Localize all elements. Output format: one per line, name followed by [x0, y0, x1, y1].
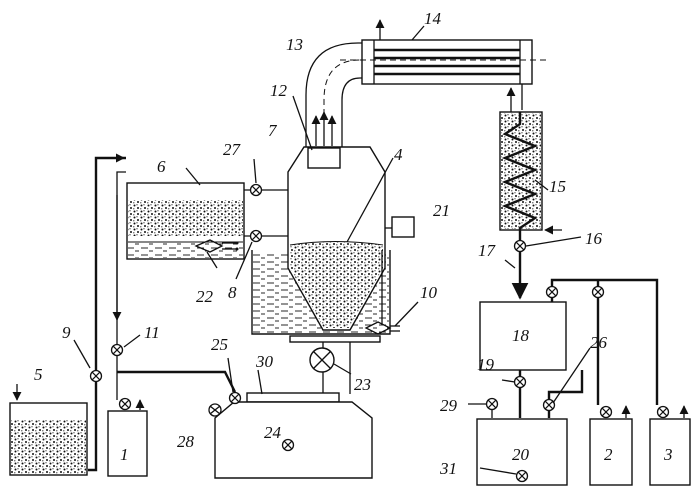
- label-10: 10: [420, 283, 438, 302]
- label-22: 22: [196, 287, 214, 306]
- label-16: 16: [585, 229, 603, 248]
- vapor-duct-13: [305, 42, 362, 147]
- label-27: 27: [223, 140, 242, 159]
- label-29: 29: [440, 396, 458, 415]
- label-25: 25: [211, 335, 228, 354]
- label-14: 14: [424, 9, 442, 28]
- valve-29: [485, 397, 499, 411]
- valve-16: [513, 239, 527, 253]
- collector-18: [479, 301, 567, 371]
- label-8: 8: [228, 283, 237, 302]
- valve-8: [249, 229, 263, 243]
- condenser-14: [340, 19, 548, 112]
- valve-19: [513, 375, 527, 389]
- reservoir-5: [9, 384, 88, 476]
- tank-3: [649, 405, 691, 486]
- valve-11: [110, 343, 124, 357]
- label-6: 6: [157, 157, 166, 176]
- valve-27: [249, 183, 263, 197]
- label-12: 12: [270, 81, 288, 100]
- label-9: 9: [62, 323, 71, 342]
- feed-tank-6: [126, 182, 288, 260]
- tank-20: [476, 418, 568, 486]
- valve-9: [89, 369, 103, 383]
- label-11: 11: [144, 323, 160, 342]
- label-5: 5: [34, 365, 43, 384]
- label-19: 19: [477, 355, 495, 374]
- label-30: 30: [255, 352, 274, 371]
- label-23: 23: [354, 375, 371, 394]
- label-20: 20: [512, 445, 530, 464]
- label-1: 1: [120, 445, 129, 464]
- label-28: 28: [177, 432, 195, 451]
- label-4: 4: [394, 145, 403, 164]
- leader-lines: [73, 95, 591, 404]
- distribution-lines: [545, 278, 659, 405]
- coil-exchanger-15: [499, 111, 562, 240]
- label-17: 17: [478, 241, 497, 260]
- label-15: 15: [549, 177, 566, 196]
- reactor-7: [251, 146, 415, 343]
- tank-1: [107, 397, 148, 477]
- label-13: 13: [286, 35, 303, 54]
- valve-26: [542, 398, 556, 412]
- label-7: 7: [268, 121, 278, 140]
- receiver-24: [208, 342, 373, 479]
- label-18: 18: [512, 326, 530, 345]
- heater-22: [194, 239, 239, 253]
- label-26: 26: [590, 333, 608, 352]
- label-3: 3: [663, 445, 673, 464]
- tank-2: [589, 405, 633, 486]
- label-21: 21: [433, 201, 450, 220]
- label-24: 24: [264, 423, 282, 442]
- label-2: 2: [604, 445, 613, 464]
- label-31: 31: [439, 459, 457, 478]
- labels: 1 2 3 4 5 6 7 8 9 10 11 12 13 14 15 16 1…: [34, 9, 673, 478]
